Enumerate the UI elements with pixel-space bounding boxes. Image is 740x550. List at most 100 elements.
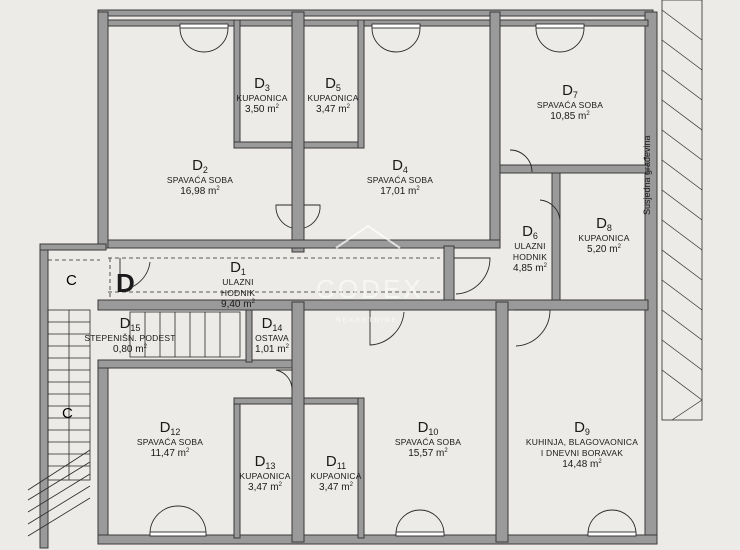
watermark-prefix: C	[316, 274, 338, 304]
wall-d12-top	[97, 359, 299, 369]
wall-d6-d8	[551, 172, 561, 304]
area-unit-sup: 2	[598, 459, 602, 465]
room-name-line2: HODNIK	[221, 288, 255, 298]
room-name: OSTAVA	[255, 333, 289, 343]
door-d7-d6	[509, 149, 533, 173]
wall-left-lower	[97, 359, 109, 543]
neighbor-building-label: Susjedna građevina	[642, 135, 652, 215]
wall-left-upper	[97, 11, 109, 249]
room-code-sub: 9	[585, 427, 590, 437]
door-d4-side	[303, 204, 321, 229]
wall-d13-left	[233, 397, 241, 539]
room-area: 5,20 m2	[587, 244, 622, 255]
room-code-sub: 6	[533, 231, 538, 241]
room-name: SPAVAĆA SOBA	[537, 100, 603, 110]
room-code-sub: 13	[265, 461, 275, 471]
door-d2	[179, 23, 229, 29]
wall-stair-top	[39, 243, 107, 251]
wall-right	[644, 11, 658, 543]
area-unit-sup: 2	[586, 111, 590, 117]
area-unit-sup: 2	[286, 344, 290, 350]
area-unit-sup: 2	[347, 104, 351, 110]
wall-d10-d9	[495, 301, 509, 543]
room-area: 9,40 m2	[221, 299, 256, 310]
room-code-sub: 2	[203, 165, 208, 175]
door-d12	[149, 531, 207, 537]
room-area: 4,85 m2	[513, 263, 548, 274]
area-unit-sup: 2	[416, 186, 420, 192]
room-area: 1,01 m2	[255, 344, 290, 355]
area-unit-sup: 2	[444, 448, 448, 454]
wall-d4-d7	[489, 11, 501, 249]
wall-middle	[97, 299, 649, 311]
room-code-sub: 10	[428, 427, 438, 437]
door-d8	[539, 199, 561, 221]
room-code-sub: 7	[573, 90, 578, 100]
room-code-sub: 1	[241, 267, 246, 277]
room-code-sub: 8	[607, 223, 612, 233]
wall-d12-d10	[291, 301, 305, 543]
wall-bottom	[97, 534, 658, 545]
room-name: KUPAONICA	[307, 93, 358, 103]
watermark-logo: C ODEX NEKRETNINE	[316, 224, 421, 324]
wall-d5-right	[357, 19, 365, 149]
room-code-sub: 3	[265, 83, 270, 93]
wall-d7-bottom	[499, 164, 649, 174]
room-area: 16,98 m2	[180, 186, 220, 197]
room-area: 0,80 m2	[113, 344, 148, 355]
stair-treads	[27, 309, 241, 537]
room-name-line2: HODNIK	[513, 252, 547, 262]
room-name: KUPAONICA	[236, 93, 287, 103]
wall-d2-d4	[291, 11, 305, 253]
room-area: 11,47 m2	[151, 448, 190, 459]
watermark-tagline: NEKRETNINE	[336, 317, 398, 324]
room-area: 3,50 m2	[245, 104, 280, 115]
room-code-sub: 15	[130, 323, 140, 333]
room-area: 3,47 m2	[248, 482, 283, 493]
room-name: KUHINJA, BLAGOVAONICA	[526, 437, 638, 447]
wall-d11-top	[303, 397, 363, 405]
room-code-sub: 11	[337, 461, 346, 471]
wall-d5-bottom	[303, 141, 361, 149]
room-name-line2: I DNEVNI BORAVAK	[541, 448, 623, 458]
door-d9	[514, 309, 551, 347]
room-name: KUPAONICA	[239, 471, 290, 481]
room-area: 17,01 m2	[380, 186, 420, 197]
room-name: SPAVAĆA SOBA	[167, 175, 233, 185]
room-name: KUPAONICA	[310, 471, 361, 481]
entry-label-d: D	[116, 268, 135, 298]
area-unit-sup: 2	[252, 299, 256, 305]
wall-d3-bottom	[233, 141, 293, 149]
area-unit-sup: 2	[279, 482, 283, 488]
room-name: KUPAONICA	[578, 233, 629, 243]
room-code-sub: 5	[336, 83, 341, 93]
area-unit-sup: 2	[544, 263, 548, 269]
wall-d3-left	[233, 19, 241, 149]
wall-d14-left	[245, 309, 253, 363]
door-entrance	[119, 258, 151, 291]
area-unit-sup: 2	[216, 186, 220, 192]
dashed-lines	[48, 257, 440, 300]
room-code-sub: 4	[403, 165, 408, 175]
room-area: 15,57 m2	[408, 448, 448, 459]
room-name: SPAVAĆA SOBA	[137, 437, 203, 447]
door-d2-side	[275, 204, 293, 229]
area-unit-sup: 2	[186, 448, 190, 454]
door-d10-bottom	[395, 531, 445, 537]
stair-label-c: C	[66, 272, 77, 289]
wall-stair-outer	[39, 247, 49, 549]
room-area: 3,47 m2	[316, 104, 351, 115]
room-area: 3,47 m2	[319, 482, 354, 493]
area-unit-sup: 2	[276, 104, 280, 110]
door-d7	[535, 23, 585, 29]
room-name: SPAVAĆA SOBA	[367, 175, 433, 185]
door-d10	[369, 310, 405, 346]
room-area: 14,48 m2	[562, 459, 602, 470]
stair-label-c-lower: C	[62, 405, 73, 422]
wall-upper-bottom	[107, 239, 501, 249]
neighbor-building-hatch	[661, 0, 703, 421]
room-area: 10,85 m2	[550, 111, 590, 122]
area-unit-sup: 2	[350, 482, 354, 488]
